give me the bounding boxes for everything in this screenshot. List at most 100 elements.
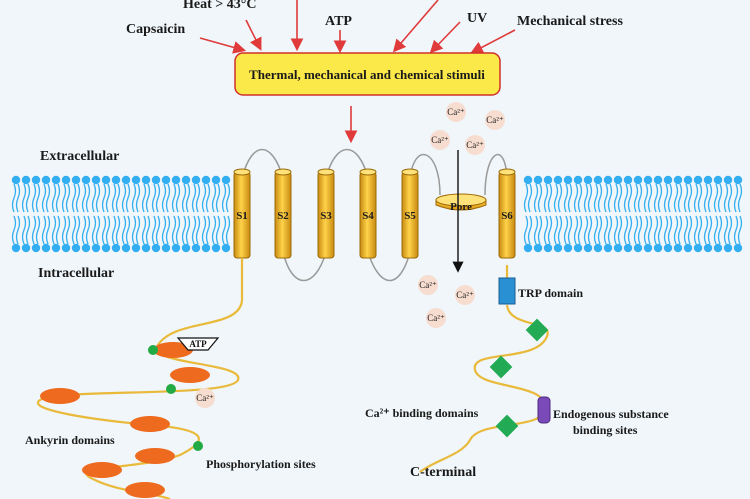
lipid-tail [133, 184, 136, 212]
lipid-head [714, 176, 722, 184]
lipid-tail [615, 184, 618, 212]
ankyrin-domain [40, 388, 80, 404]
ca-ion: Ca²⁺ [430, 130, 450, 150]
uv-arrow [432, 22, 460, 51]
ankyrin-domains-label: Ankyrin domains [25, 433, 115, 447]
lipid-tail [559, 216, 562, 244]
lipid-tail [177, 184, 180, 212]
ca-binding-domain-3 [496, 415, 519, 438]
lipid-tail [83, 216, 86, 244]
lipid-head [734, 244, 742, 252]
lipid-tail [599, 216, 602, 244]
lipid-tail [207, 216, 210, 244]
lipid-tail [595, 216, 598, 244]
lipid-tail [685, 184, 688, 212]
ca-ion-label: Ca²⁺ [427, 313, 445, 323]
helix-label: S2 [277, 210, 289, 222]
ca-ion-label: Ca²⁺ [466, 140, 484, 150]
lipid-tail [213, 216, 216, 244]
lipid-tail [579, 216, 582, 244]
lipid-head [594, 176, 602, 184]
lipid-tail [73, 184, 76, 212]
lipid-head [674, 176, 682, 184]
lipid-tail [535, 184, 538, 212]
lipid-head [694, 176, 702, 184]
lipid-tail [223, 216, 226, 244]
mechanical-arrow [473, 30, 515, 52]
ca-ion-label: Ca²⁺ [431, 135, 449, 145]
lipid-tail [639, 216, 642, 244]
lipid-tail [555, 216, 558, 244]
lipid-tail [203, 184, 206, 212]
lipid-head [132, 244, 140, 252]
lipid-head [72, 244, 80, 252]
lipid-head [614, 176, 622, 184]
lipid-tail [565, 184, 568, 212]
lipid-head [202, 176, 210, 184]
helix-s2: S2 [275, 169, 291, 258]
lipid-tail [605, 216, 608, 244]
lipid-head [724, 244, 732, 252]
endogenous-label-line2: binding sites [573, 423, 638, 437]
lipid-head [704, 176, 712, 184]
lipid-tail [669, 184, 672, 212]
ankyrin-domain [125, 482, 165, 498]
lipid-tail [675, 184, 678, 212]
lipid-head [574, 176, 582, 184]
lipid-tail [605, 184, 608, 212]
lipid-tail [17, 184, 20, 212]
lipid-tail [47, 216, 50, 244]
endogenous-binding-site [538, 397, 550, 423]
helix-s6: S6 [499, 169, 515, 258]
lipid-tail [549, 184, 552, 212]
lipid-tail [729, 216, 732, 244]
lipid-head [212, 176, 220, 184]
lipid-head [172, 176, 180, 184]
lipid-head [112, 244, 120, 252]
ankyrin-domain [82, 462, 122, 478]
lipid-tail [659, 216, 662, 244]
lipid-head [192, 176, 200, 184]
lipid-tail [157, 216, 160, 244]
lipid-tail [649, 216, 652, 244]
ca-ion: Ca²⁺ [446, 102, 466, 122]
lipid-tail [123, 216, 126, 244]
lipid-tail [227, 184, 230, 212]
lipid-tail [545, 184, 548, 212]
lipid-head [624, 176, 632, 184]
ca-ion: Ca²⁺ [455, 285, 475, 305]
lipid-tail [569, 216, 572, 244]
lipid-tail [197, 184, 200, 212]
stimulus-arrow-5 [395, 0, 438, 50]
lipid-head [72, 176, 80, 184]
lipid-head [122, 244, 130, 252]
lipid-tail [133, 216, 136, 244]
intracellular-label: Intracellular [38, 266, 114, 281]
lipid-tail [585, 184, 588, 212]
lipid-tail [739, 216, 742, 244]
lipid-head [192, 244, 200, 252]
lipid-tail [27, 184, 30, 212]
lipid-tail [113, 184, 116, 212]
lipid-tail [579, 184, 582, 212]
lipid-tail [529, 216, 532, 244]
lipid-head [534, 176, 542, 184]
lipid-head [604, 176, 612, 184]
lipid-tail [729, 184, 732, 212]
lipid-tail [147, 184, 150, 212]
lipid-tail [525, 184, 528, 212]
lipid-tail [685, 216, 688, 244]
calcium-ions: Ca²⁺Ca²⁺Ca²⁺Ca²⁺Ca²⁺Ca²⁺Ca²⁺ [418, 102, 505, 328]
lipid-tail [725, 184, 728, 212]
lipid-head [52, 244, 60, 252]
lipid-tail [37, 216, 40, 244]
lipid-tail [589, 216, 592, 244]
helix-s4: S4 [360, 169, 376, 258]
lipid-tail [117, 184, 120, 212]
lipid-tail [699, 184, 702, 212]
lipid-tail [535, 216, 538, 244]
lipid-tail [715, 184, 718, 212]
lipid-head [112, 176, 120, 184]
lipid-head [132, 176, 140, 184]
